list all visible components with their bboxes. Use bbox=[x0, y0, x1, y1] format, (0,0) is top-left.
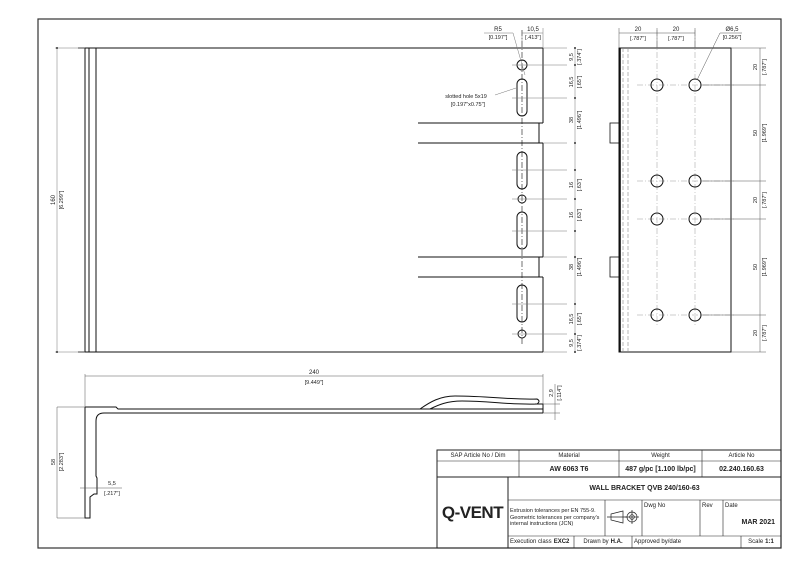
svg-text:[.787"]: [.787"] bbox=[762, 192, 768, 208]
svg-text:20: 20 bbox=[753, 197, 759, 203]
drawing-frame bbox=[37, 18, 782, 549]
svg-text:20: 20 bbox=[753, 64, 759, 70]
svg-text:5,5: 5,5 bbox=[108, 481, 116, 487]
profile-view-dimensions: 240 [9.449"] 2,9[.114"] 58[2.283"] 5,5 [… bbox=[51, 370, 563, 497]
svg-text:[1.969"]: [1.969"] bbox=[762, 257, 768, 276]
svg-text:9,5: 9,5 bbox=[569, 53, 575, 61]
svg-text:[6.299"]: [6.299"] bbox=[59, 190, 65, 209]
svg-text:50: 50 bbox=[753, 264, 759, 270]
svg-text:[.787"]: [.787"] bbox=[762, 325, 768, 341]
svg-text:[.413"]: [.413"] bbox=[525, 35, 541, 41]
svg-text:[1.496"]: [1.496"] bbox=[577, 110, 583, 129]
svg-text:20: 20 bbox=[753, 330, 759, 336]
first-angle-projection-icon bbox=[607, 510, 639, 524]
svg-text:[9.449"]: [9.449"] bbox=[305, 380, 324, 386]
svg-text:[0.256"]: [0.256"] bbox=[723, 35, 742, 41]
svg-text:[.63"]: [.63"] bbox=[577, 178, 583, 191]
svg-text:20: 20 bbox=[673, 27, 680, 33]
svg-text:[1.496"]: [1.496"] bbox=[577, 257, 583, 276]
svg-text:16,5: 16,5 bbox=[569, 77, 575, 88]
top-offset-dim: 10,5 bbox=[527, 27, 539, 33]
slot-hole-label: slotted hole 5x19 bbox=[445, 94, 487, 100]
svg-text:2,9: 2,9 bbox=[549, 389, 555, 397]
svg-text:[0.197"x0.75"]: [0.197"x0.75"] bbox=[451, 102, 486, 108]
svg-text:[.787"]: [.787"] bbox=[630, 36, 646, 42]
svg-text:38: 38 bbox=[569, 117, 575, 123]
svg-text:[.63"]: [.63"] bbox=[577, 208, 583, 221]
svg-text:[.787"]: [.787"] bbox=[762, 59, 768, 75]
svg-text:58: 58 bbox=[51, 459, 57, 465]
svg-text:[.374"]: [.374"] bbox=[577, 335, 583, 351]
profile-view bbox=[56, 374, 560, 519]
svg-text:16: 16 bbox=[569, 182, 575, 188]
svg-text:16: 16 bbox=[569, 212, 575, 218]
title-block-grid bbox=[436, 449, 782, 549]
svg-text:[.65"]: [.65"] bbox=[577, 75, 583, 88]
svg-text:[1.969"]: [1.969"] bbox=[762, 123, 768, 142]
svg-text:[.65"]: [.65"] bbox=[577, 312, 583, 325]
length-dim: 240 bbox=[309, 370, 320, 376]
svg-text:50: 50 bbox=[753, 130, 759, 136]
svg-text:[0.197"]: [0.197"] bbox=[489, 35, 508, 41]
side-view-dimensions: 20 [.787"] 20 [.787"] Ø6,5 [0.256"] 20[.… bbox=[630, 27, 768, 341]
svg-text:9,5: 9,5 bbox=[569, 339, 575, 347]
front-view bbox=[55, 28, 576, 353]
side-view bbox=[609, 28, 766, 353]
radius-dim: R5 bbox=[494, 27, 502, 33]
svg-text:38: 38 bbox=[569, 264, 575, 270]
hole-diameter-dim: Ø6,5 bbox=[725, 27, 739, 33]
svg-text:[.114"]: [.114"] bbox=[557, 385, 563, 401]
svg-text:[.217"]: [.217"] bbox=[104, 491, 120, 497]
svg-text:[2.283"]: [2.283"] bbox=[59, 452, 65, 471]
height-dim: 160 bbox=[51, 194, 57, 205]
svg-text:16,5: 16,5 bbox=[569, 314, 575, 325]
svg-text:20: 20 bbox=[635, 27, 642, 33]
svg-text:[.787"]: [.787"] bbox=[668, 36, 684, 42]
front-view-dimensions: R5 [0.197"] 10,5 [.413"] slotted hole 5x… bbox=[51, 27, 583, 351]
svg-text:[.374"]: [.374"] bbox=[577, 49, 583, 65]
